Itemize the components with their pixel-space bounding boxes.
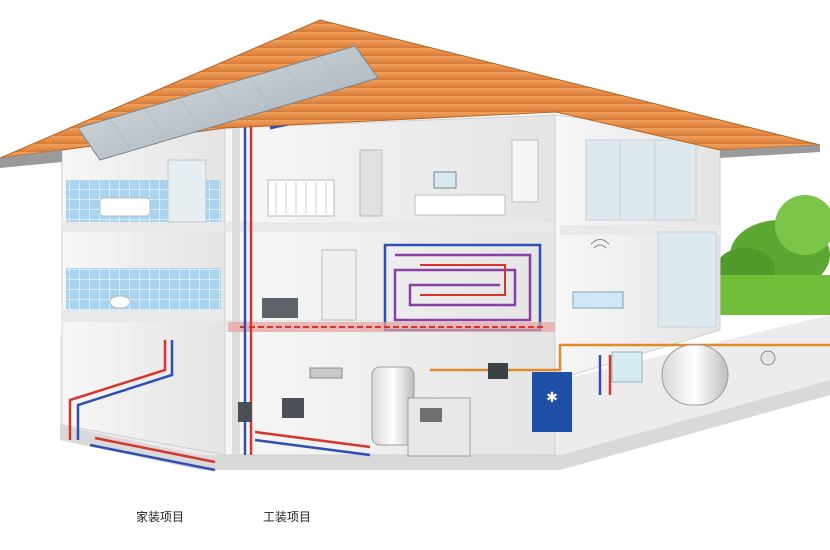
wifi-signal-icon	[590, 239, 610, 249]
basement-equipment: ✱	[238, 344, 776, 457]
monitor-icon	[433, 171, 457, 189]
ground-slab	[60, 380, 830, 470]
controller-icon	[262, 298, 298, 318]
garden	[715, 195, 830, 315]
caption-industrial-projects[interactable]: 工装项目	[263, 510, 312, 524]
caption-home-projects[interactable]: 家装项目	[136, 510, 185, 524]
roof	[0, 19, 821, 168]
expansion-tank-icon	[661, 344, 729, 406]
solar-panel-icon	[77, 45, 379, 161]
distribution-box-icon	[611, 351, 643, 383]
air-conditioner-icon	[572, 291, 624, 309]
left-wing	[61, 127, 226, 456]
thermostat-icon	[488, 363, 508, 379]
radiator-icon	[267, 179, 335, 217]
manifold-icon	[309, 367, 343, 379]
svg-text:✱: ✱	[546, 390, 558, 406]
right-wing	[554, 114, 721, 381]
house-heating-illustration: ✱	[0, 19, 830, 472]
boiler-icon	[407, 397, 471, 457]
heat-pump-icon	[532, 372, 572, 432]
